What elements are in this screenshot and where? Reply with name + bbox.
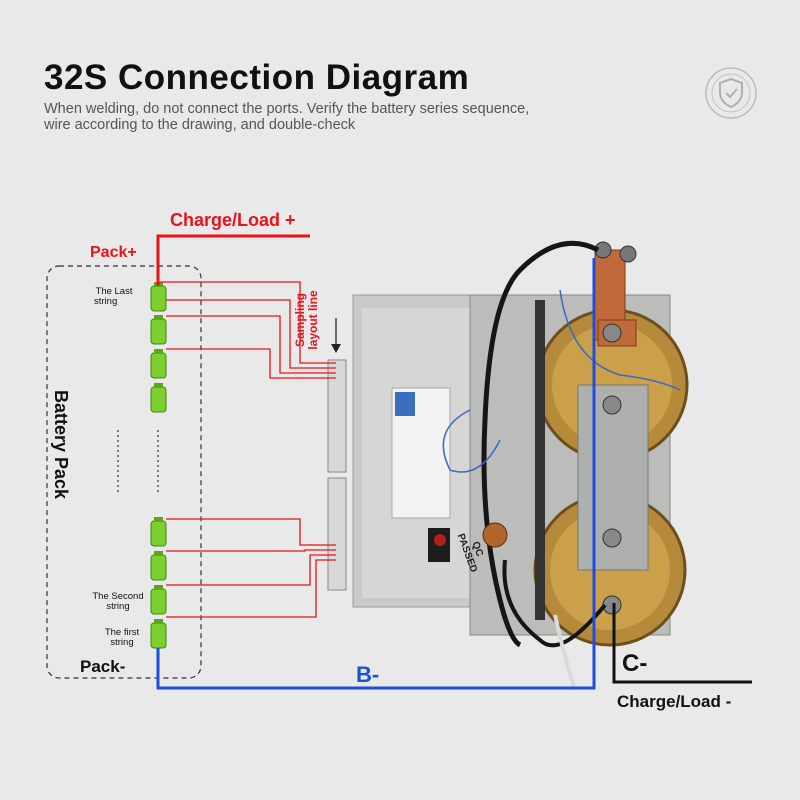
first-string-label: The first string (92, 628, 152, 648)
battery-cells (150, 282, 167, 649)
first-string-line-2: string (110, 637, 134, 648)
pack-plus-label: Pack+ (90, 244, 137, 261)
pack-minus-label: Pack- (80, 657, 126, 676)
cell-3 (150, 349, 167, 379)
sampling-arrow-head (331, 344, 341, 353)
charge-load-plus-wire (156, 234, 310, 286)
page-title: 32S Connection Diagram (44, 58, 470, 97)
shield-icon (705, 67, 757, 119)
cell-2 (150, 315, 167, 345)
last-string-label: The Last string (84, 287, 144, 307)
cell-6 (150, 551, 167, 581)
cell-second (150, 585, 167, 615)
page-subtitle: When welding, do not connect the ports. … (44, 101, 624, 133)
b-minus-wire (156, 258, 596, 690)
cell-first (150, 619, 167, 649)
sampling-wires-top (158, 281, 336, 379)
sampling-wires-bottom (166, 518, 336, 618)
c-minus-wire (612, 603, 752, 684)
battery-pack-label: Battery Pack (51, 390, 71, 500)
charge-load-plus-label: Charge/Load + (170, 210, 296, 230)
cell-5 (150, 517, 167, 547)
second-string-line-2: string (106, 601, 130, 612)
last-string-line-1: The Last (95, 286, 133, 297)
second-string-line-1: The Second (92, 591, 144, 602)
last-string-line-2: string (94, 296, 118, 307)
c-minus-label: C- (622, 650, 648, 677)
cell-last (150, 282, 167, 312)
subtitle-line-1: When welding, do not connect the ports. … (44, 101, 530, 117)
cell-4 (150, 383, 167, 413)
sampling-line-2: layout line (306, 290, 320, 350)
sampling-line-label: Sampling layout line (293, 286, 320, 354)
subtitle-line-2: wire according to the drawing, and doubl… (44, 117, 356, 133)
bms-device (327, 240, 689, 691)
b-minus-label: B- (356, 662, 380, 687)
battery-pack-outline (46, 265, 202, 679)
first-string-line-1: The first (104, 627, 140, 638)
charge-load-minus-label: Charge/Load - (617, 692, 732, 711)
second-string-label: The Second string (87, 592, 149, 612)
